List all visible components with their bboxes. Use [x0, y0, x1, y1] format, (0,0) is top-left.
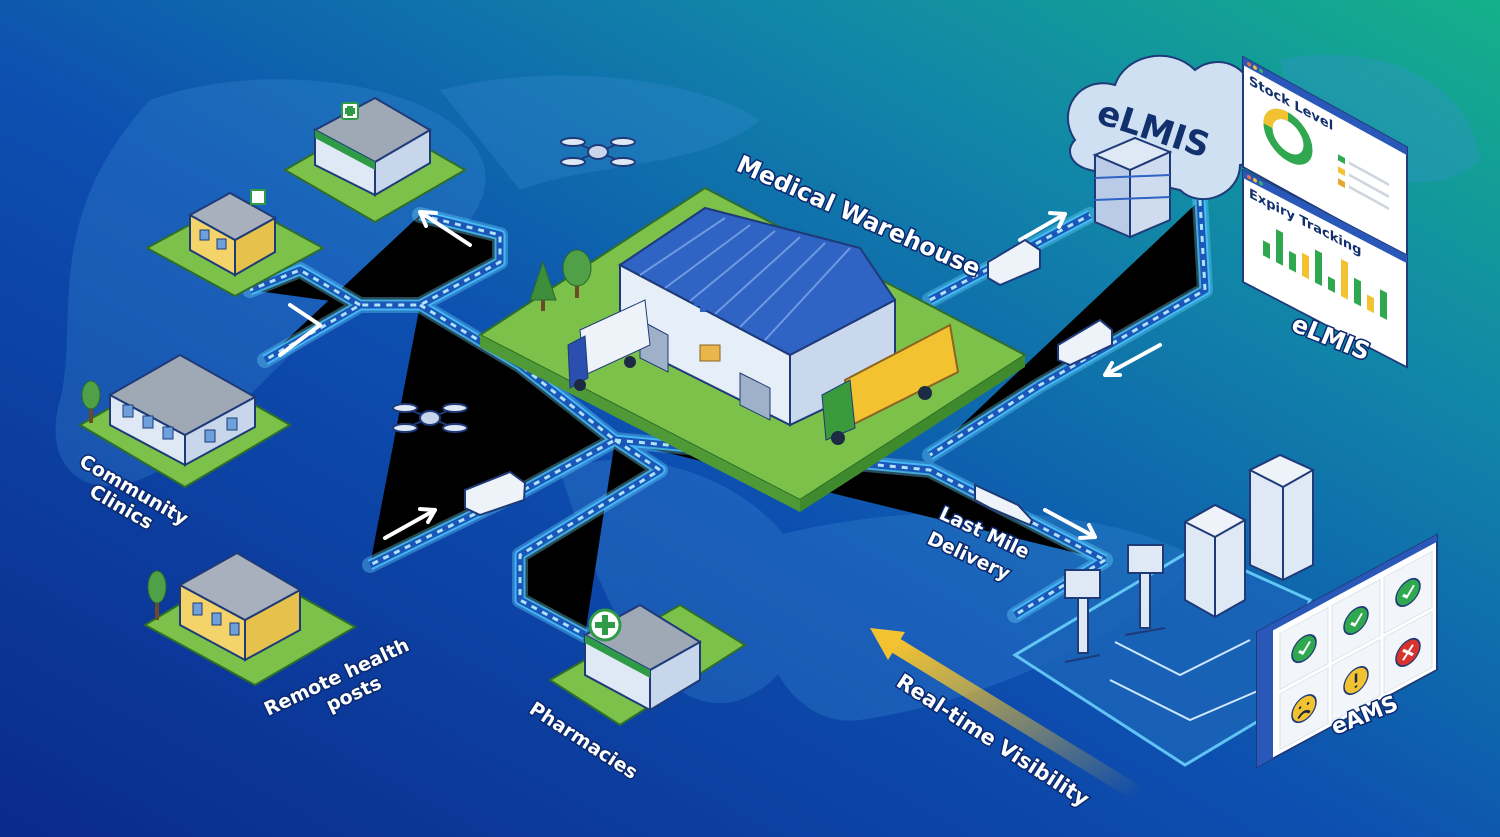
clinic-yellow — [144, 189, 326, 298]
road-network — [250, 200, 1205, 635]
check-icon — [1383, 550, 1433, 635]
ventilator-icon — [1064, 544, 1166, 663]
visibility-arrow — [870, 628, 1145, 802]
expiry-tracking-panel[interactable]: Expiry Tracking — [1242, 168, 1408, 369]
server-icon — [1092, 136, 1173, 239]
drone-icon — [392, 403, 468, 433]
arrow-icon — [1103, 343, 1162, 377]
pharmacy-top — [283, 96, 467, 224]
arrow-icon — [1043, 508, 1097, 540]
tree-icon — [529, 260, 557, 311]
community-clinic — [78, 353, 292, 489]
drone-icon — [560, 137, 636, 167]
remote-health-post — [142, 551, 358, 687]
eams-panel[interactable] — [1256, 533, 1438, 769]
truck-icon — [567, 299, 651, 391]
arrow-icon — [383, 507, 437, 540]
check-icon — [1331, 578, 1381, 663]
check-icon — [1279, 606, 1329, 691]
van-icon — [464, 238, 1113, 527]
tree-icon — [562, 249, 592, 298]
tree-icon — [81, 380, 101, 423]
bar-chart-icon — [1263, 229, 1387, 320]
pharmacy-bottom — [548, 603, 747, 727]
sad-face-icon — [1279, 666, 1329, 751]
arrow-icon — [418, 210, 472, 247]
warning-icon — [1331, 638, 1381, 723]
truck-icon — [821, 323, 960, 445]
direction-arrows — [278, 210, 1162, 540]
donut-chart-icon — [1263, 108, 1313, 165]
medical-warehouse — [478, 186, 1027, 512]
tree-icon — [147, 570, 167, 620]
fridge-icon — [1182, 453, 1316, 619]
error-x-icon — [1383, 610, 1433, 695]
arrow-icon — [1018, 211, 1067, 242]
arrow-icon — [278, 303, 322, 357]
medical-cross-icon — [250, 189, 266, 205]
